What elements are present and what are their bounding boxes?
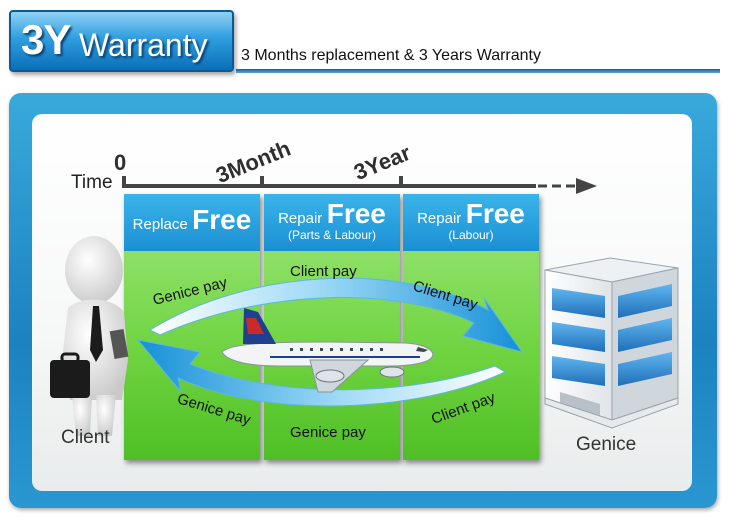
warranty-badge: 3Y Warranty [9, 10, 234, 72]
column-replace: Replace Free [124, 194, 260, 460]
column-header-repair-labour: Repair Free (Labour) [403, 194, 539, 251]
column-header-replace: Replace Free [124, 194, 260, 251]
column-free: Free [192, 204, 252, 235]
column-free: Free [465, 198, 525, 229]
time-axis-label: Time [71, 172, 113, 193]
column-free: Free [326, 198, 386, 229]
genice-label: Genice [576, 434, 637, 455]
badge-word: Warranty [79, 27, 208, 63]
column-header-repair-parts: Repair Free (Parts & Labour) [264, 194, 400, 251]
column-kind: Repair [278, 210, 323, 227]
column-kind: Repair [417, 210, 462, 227]
tick-0: 0 [114, 150, 127, 175]
column-kind: Replace [132, 216, 188, 233]
column-repair-parts: Repair Free (Parts & Labour) [264, 194, 400, 460]
column-sub: (Parts & Labour) [287, 228, 377, 242]
column-sub: (Labour) [448, 228, 494, 242]
badge-number: 3Y [21, 16, 71, 63]
header-divider [236, 69, 720, 73]
pay-label-top-2: Client pay [290, 263, 357, 280]
pay-label-bottom-2: Genice pay [290, 424, 366, 441]
page-title: 3 Months replacement & 3 Years Warranty [241, 47, 541, 64]
client-label: Client [61, 427, 110, 448]
